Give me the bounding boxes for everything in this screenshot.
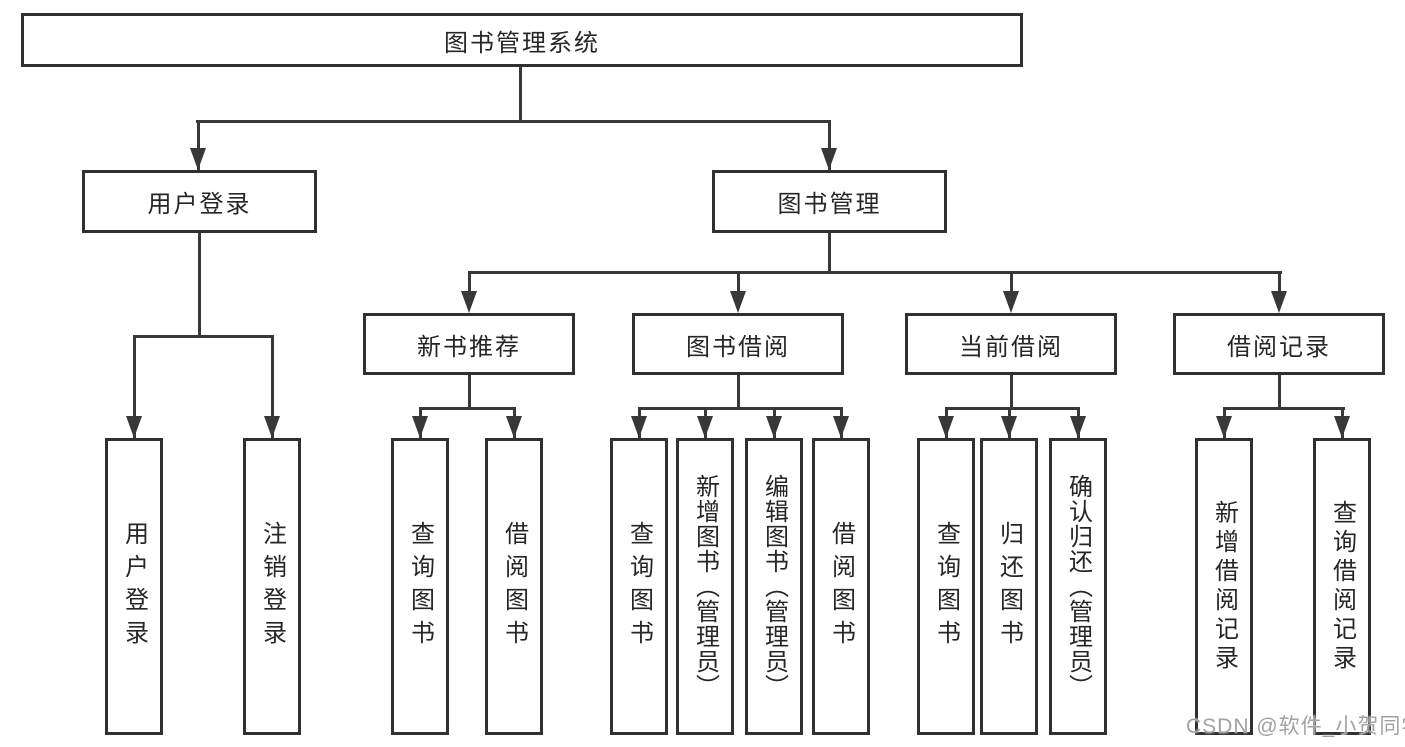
arrow-to-user-login-branch: [190, 148, 206, 170]
leaf-user-login: 用户登录: [105, 438, 163, 735]
connector-bb-stem: [736, 375, 740, 410]
arrow-to-bb-add: [697, 416, 713, 438]
node-book-borrow: 图书借阅: [632, 313, 844, 375]
leaf-bb-edit-book-admin-label: 编辑图书（管理员）: [760, 474, 788, 699]
arrow-to-new-book-rec: [461, 291, 477, 313]
leaf-br-add-record: 新增借阅记录: [1195, 438, 1253, 735]
connector-cb-stem: [1009, 375, 1013, 410]
csdn-watermark: CSDN @软件_小贺同学: [1186, 715, 1405, 738]
arrow-to-cb-return: [1001, 416, 1017, 438]
connector-bookmgmt-drop-2: [736, 271, 740, 293]
arrow-to-book-mgmt-branch: [821, 148, 837, 170]
connector-br-rail: [1222, 407, 1345, 410]
connector-userlogin-stem: [197, 233, 201, 338]
arrow-to-bb-edit: [766, 416, 782, 438]
leaf-bb-borrow-book: 借阅图书: [812, 438, 870, 735]
leaf-bb-query-book-label: 查询图书: [625, 520, 653, 653]
connector-bb-rail: [637, 407, 843, 410]
arrow-to-br-add: [1216, 416, 1232, 438]
connector-userlogin-rail: [132, 335, 274, 338]
connector-bookmgmt-rail: [467, 271, 1282, 274]
connector-root-stem: [519, 67, 522, 123]
leaf-nbr-query-book: 查询图书: [391, 438, 449, 735]
node-book-mgmt-branch-label: 图书管理: [777, 191, 882, 218]
leaf-bb-add-book-admin: 新增图书（管理员）: [676, 438, 734, 735]
leaf-bb-query-book: 查询图书: [610, 438, 668, 735]
connector-root-rail: [196, 120, 831, 123]
node-book-borrow-label: 图书借阅: [686, 333, 790, 361]
connector-bookmgmt-drop-1: [467, 271, 471, 293]
leaf-br-query-record-label: 查询借阅记录: [1328, 499, 1356, 674]
leaf-logout: 注销登录: [243, 438, 301, 735]
connector-bookmgmt-drop-3: [1009, 271, 1013, 293]
leaf-bb-edit-book-admin: 编辑图书（管理员）: [745, 438, 803, 735]
leaf-cb-confirm-return-admin: 确认归还（管理员）: [1049, 438, 1107, 735]
connector-root-drop-left: [196, 120, 200, 170]
leaf-logout-label: 注销登录: [258, 520, 286, 653]
node-borrow-records: 借阅记录: [1173, 313, 1385, 375]
arrow-to-current-borrow: [1003, 291, 1019, 313]
leaf-cb-query-book: 查询图书: [917, 438, 975, 735]
node-new-book-rec-label: 新书推荐: [417, 333, 521, 361]
leaf-cb-query-book-label: 查询图书: [932, 520, 960, 653]
arrow-to-br-query: [1334, 416, 1350, 438]
connector-nbr-stem: [467, 375, 471, 410]
leaf-br-query-record: 查询借阅记录: [1313, 438, 1371, 735]
arrow-to-borrow-records: [1271, 291, 1287, 313]
leaf-bb-borrow-book-label: 借阅图书: [827, 520, 855, 653]
arrow-to-cb-query: [938, 416, 954, 438]
arrow-to-bb-query: [631, 416, 647, 438]
leaf-nbr-borrow-book: 借阅图书: [485, 438, 543, 735]
arrow-to-cb-confirm: [1070, 416, 1086, 438]
node-current-borrow-label: 当前借阅: [959, 333, 1063, 361]
node-current-borrow: 当前借阅: [905, 313, 1117, 375]
arrow-to-leaf-logout: [264, 416, 280, 438]
node-root-label: 图书管理系统: [444, 29, 600, 57]
leaf-bb-add-book-admin-label: 新增图书（管理员）: [691, 474, 719, 699]
arrow-to-leaf-user-login: [126, 416, 142, 438]
leaf-nbr-borrow-book-label: 借阅图书: [500, 520, 528, 653]
node-root: 图书管理系统: [21, 13, 1023, 67]
leaf-cb-confirm-return-admin-label: 确认归还（管理员）: [1064, 474, 1092, 699]
arrow-to-nbr-query: [412, 416, 428, 438]
connector-cb-rail: [944, 407, 1080, 410]
leaf-cb-return-book: 归还图书: [980, 438, 1038, 735]
connector-bookmgmt-drop-4: [1277, 271, 1281, 293]
arrow-to-book-borrow: [730, 291, 746, 313]
node-borrow-records-label: 借阅记录: [1227, 333, 1331, 361]
connector-nbr-rail: [418, 407, 516, 410]
leaf-cb-return-book-label: 归还图书: [995, 520, 1023, 653]
node-user-login-branch: 用户登录: [82, 170, 317, 233]
leaf-nbr-query-book-label: 查询图书: [406, 520, 434, 653]
node-new-book-rec: 新书推荐: [363, 313, 575, 375]
node-book-mgmt-branch: 图书管理: [712, 170, 947, 233]
connector-userlogin-drop-1: [132, 335, 136, 438]
connector-userlogin-drop-2: [270, 335, 274, 438]
arrow-to-nbr-borrow: [506, 416, 522, 438]
leaf-user-login-label: 用户登录: [120, 520, 148, 653]
connector-root-drop-right: [827, 120, 831, 170]
connector-br-stem: [1277, 375, 1281, 410]
arrow-to-bb-borrow: [833, 416, 849, 438]
connector-bookmgmt-stem: [827, 233, 831, 274]
leaf-br-add-record-label: 新增借阅记录: [1210, 499, 1238, 674]
node-user-login-branch-label: 用户登录: [147, 191, 252, 218]
